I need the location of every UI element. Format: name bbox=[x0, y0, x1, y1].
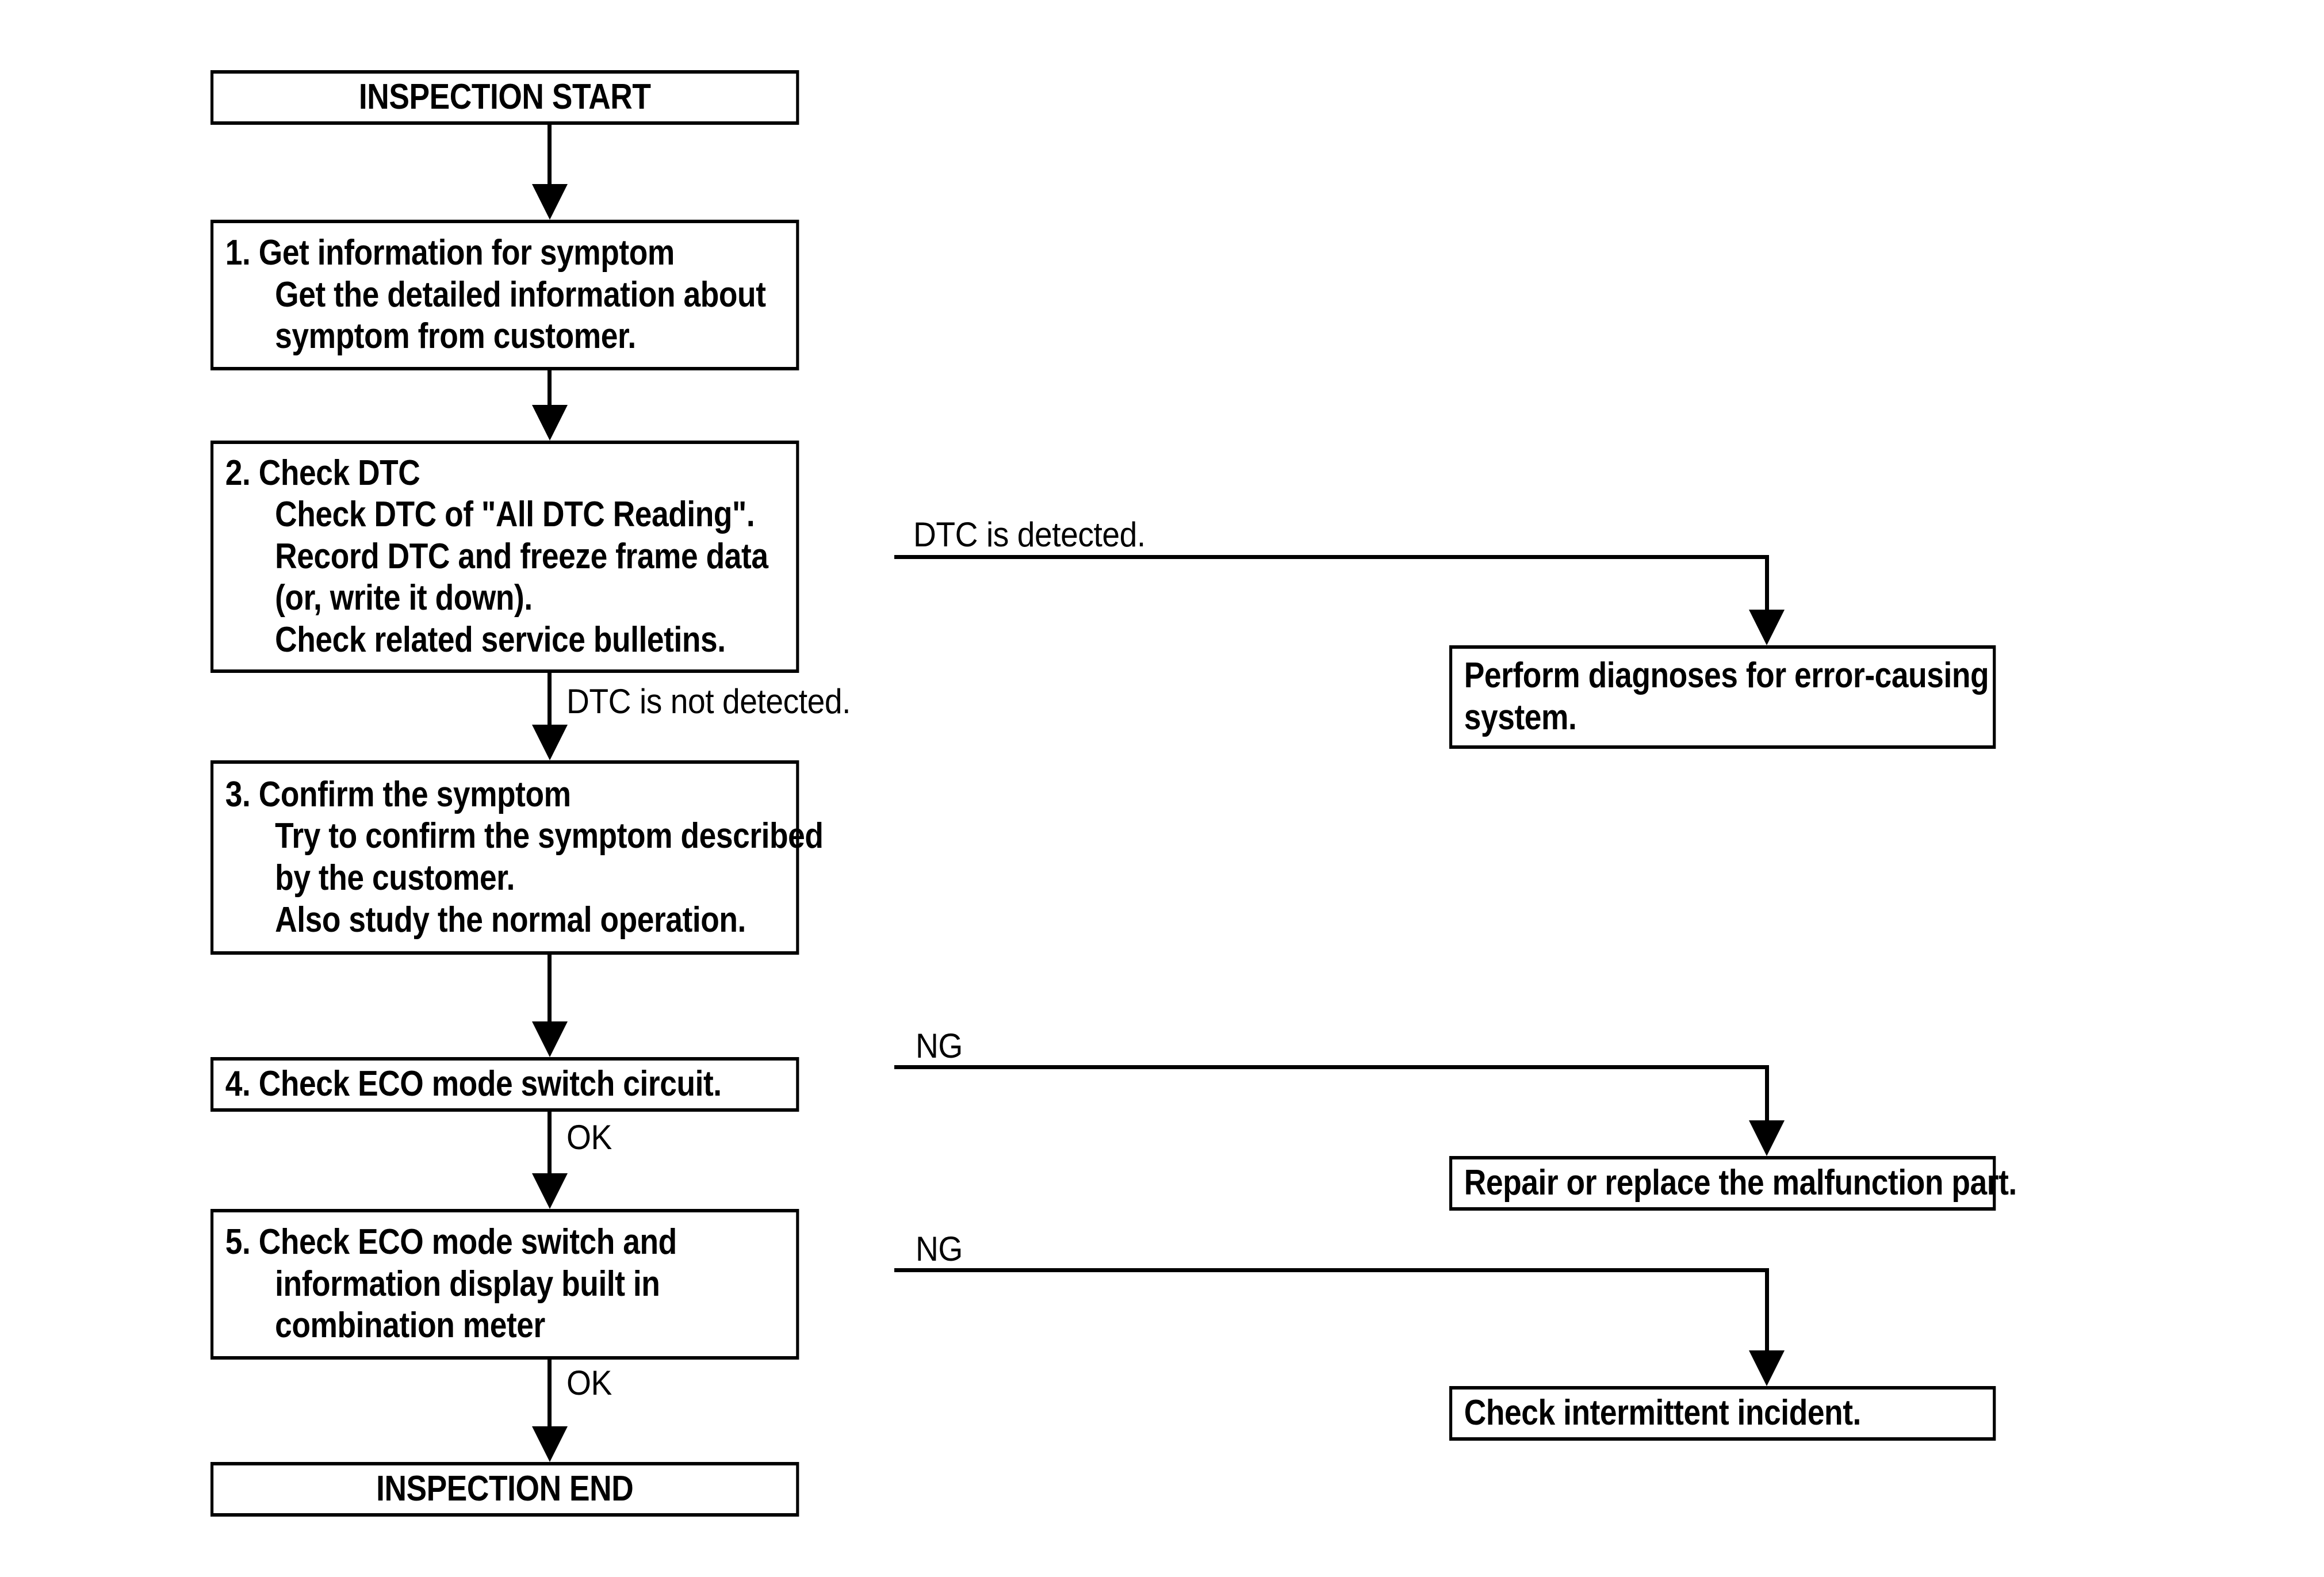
text-line: symptom from customer. bbox=[275, 316, 636, 357]
text-line: Also study the normal operation. bbox=[275, 899, 746, 940]
edge-label-ng-step4: NG bbox=[916, 1027, 963, 1065]
arrowhead-step4-branch bbox=[1749, 1120, 1785, 1156]
node-step-5-text: 5. Check ECO mode switch and information… bbox=[213, 1222, 796, 1347]
node-perform-diagnoses[interactable]: Perform diagnoses for error-causing syst… bbox=[1449, 645, 1996, 749]
connector-step1-to-step2 bbox=[548, 370, 552, 405]
connector-start-to-step1 bbox=[548, 125, 552, 184]
node-step-3-text: 3. Confirm the symptom Try to confirm th… bbox=[213, 774, 824, 941]
node-perform-diagnoses-text: Perform diagnoses for error-causing syst… bbox=[1452, 655, 1993, 738]
arrowhead-step2-to-step3 bbox=[532, 725, 568, 760]
node-step-2[interactable]: 2. Check DTC Check DTC of "All DTC Readi… bbox=[210, 441, 799, 673]
text-line: 3. Confirm the symptom bbox=[225, 774, 571, 814]
node-step-3[interactable]: 3. Confirm the symptom Try to confirm th… bbox=[210, 760, 824, 955]
text-line: Check intermittent incident. bbox=[1464, 1393, 1862, 1433]
node-step-1[interactable]: 1. Get information for symptom Get the d… bbox=[210, 220, 799, 370]
arrowhead-step5-branch bbox=[1749, 1350, 1785, 1386]
node-step-4[interactable]: 4. Check ECO mode switch circuit. bbox=[210, 1057, 799, 1112]
connector-step4-branch-horizontal bbox=[894, 1065, 1769, 1069]
connector-step5-branch-horizontal bbox=[894, 1268, 1769, 1272]
node-inspection-end-text: INSPECTION END bbox=[213, 1468, 796, 1510]
text-line: Get the detailed information about bbox=[275, 274, 766, 315]
text-line: Record DTC and freeze frame data bbox=[275, 536, 768, 576]
node-step-1-text: 1. Get information for symptom Get the d… bbox=[213, 232, 796, 358]
node-step-2-text: 2. Check DTC Check DTC of "All DTC Readi… bbox=[213, 453, 796, 661]
connector-step5-branch-vertical bbox=[1765, 1268, 1769, 1353]
edge-label-dtc-not-detected: DTC is not detected. bbox=[566, 682, 851, 721]
text-line: 2. Check DTC bbox=[225, 453, 420, 493]
node-check-intermittent-text: Check intermittent incident. bbox=[1452, 1392, 1993, 1434]
arrowhead-start-to-step1 bbox=[532, 184, 568, 220]
arrowhead-step1-to-step2 bbox=[532, 405, 568, 441]
node-inspection-start[interactable]: INSPECTION START bbox=[210, 70, 799, 125]
connector-step4-to-step5 bbox=[548, 1112, 552, 1173]
text-line: INSPECTION END bbox=[376, 1469, 634, 1509]
text-line: Check DTC of "All DTC Reading". bbox=[275, 495, 755, 535]
text-line: by the customer. bbox=[275, 858, 515, 898]
arrowhead-step5-to-end bbox=[532, 1426, 568, 1462]
arrowhead-step3-to-step4 bbox=[532, 1021, 568, 1057]
node-step-4-text: 4. Check ECO mode switch circuit. bbox=[213, 1063, 796, 1105]
text-line: system. bbox=[1464, 698, 1577, 737]
text-line: 4. Check ECO mode switch circuit. bbox=[225, 1064, 722, 1104]
edge-label-dtc-detected: DTC is detected. bbox=[913, 515, 1146, 554]
edge-label-ok-step4: OK bbox=[566, 1118, 612, 1157]
node-repair-replace-text: Repair or replace the malfunction part. bbox=[1452, 1162, 2017, 1204]
text-line: Check related service bulletins. bbox=[275, 619, 726, 660]
connector-step2-branch-horizontal bbox=[894, 555, 1769, 559]
arrowhead-step4-to-step5 bbox=[532, 1173, 568, 1209]
text-line: (or, write it down). bbox=[275, 578, 533, 618]
connector-step5-to-end bbox=[548, 1360, 552, 1426]
connector-step3-to-step4 bbox=[548, 955, 552, 1021]
node-step-5[interactable]: 5. Check ECO mode switch and information… bbox=[210, 1209, 799, 1360]
text-line: Perform diagnoses for error-causing bbox=[1464, 656, 1989, 696]
text-line: Repair or replace the malfunction part. bbox=[1464, 1163, 2017, 1203]
node-repair-replace[interactable]: Repair or replace the malfunction part. bbox=[1449, 1156, 2017, 1211]
connector-step2-branch-vertical bbox=[1765, 555, 1769, 611]
node-inspection-start-text: INSPECTION START bbox=[213, 76, 796, 118]
text-line: Try to confirm the symptom described bbox=[275, 816, 824, 856]
edge-label-ng-step5: NG bbox=[916, 1230, 963, 1268]
text-line: INSPECTION START bbox=[358, 77, 651, 117]
node-inspection-end[interactable]: INSPECTION END bbox=[210, 1462, 799, 1517]
text-line: 5. Check ECO mode switch and bbox=[225, 1222, 677, 1262]
connector-step2-to-step3 bbox=[548, 673, 552, 725]
arrowhead-step2-branch bbox=[1749, 610, 1785, 645]
text-line: 1. Get information for symptom bbox=[225, 233, 675, 273]
text-line: information display built in bbox=[275, 1264, 660, 1304]
text-line: combination meter bbox=[275, 1306, 545, 1346]
connector-step4-branch-vertical bbox=[1765, 1065, 1769, 1121]
node-check-intermittent[interactable]: Check intermittent incident. bbox=[1449, 1386, 1996, 1441]
edge-label-ok-step5: OK bbox=[566, 1364, 612, 1402]
